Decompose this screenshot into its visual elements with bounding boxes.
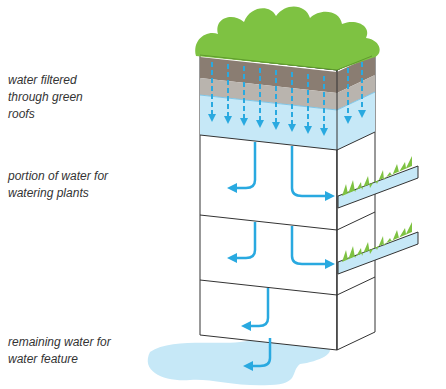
- annotation-label: water filtered through green roofs: [8, 72, 94, 123]
- green-roof: [195, 6, 379, 70]
- annotation-label: remaining water for water feature: [8, 334, 130, 368]
- annotation-label: portion of water for watering plants: [8, 168, 140, 202]
- planter: [338, 156, 418, 274]
